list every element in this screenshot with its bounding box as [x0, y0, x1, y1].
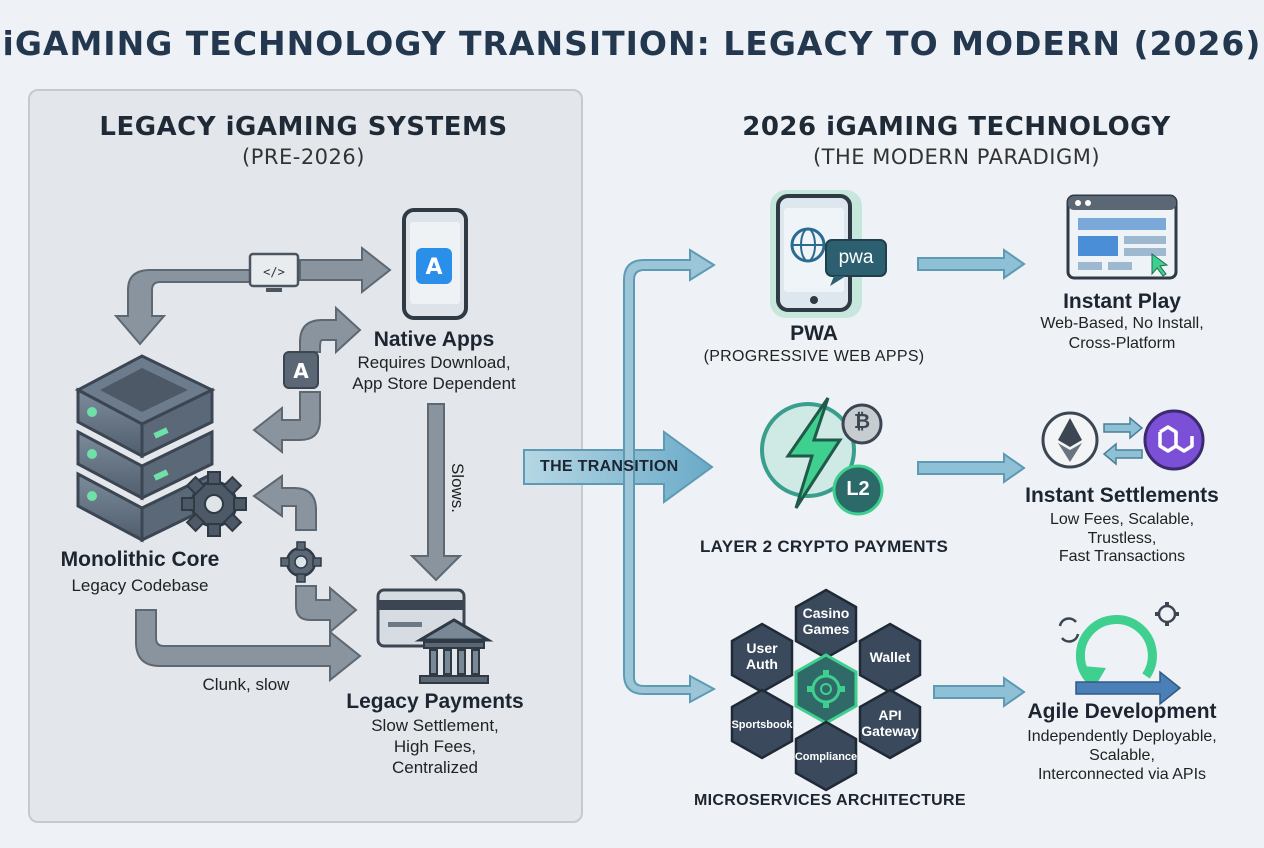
- agile-development-desc-2: Scalable,: [1089, 747, 1155, 764]
- clunk-arrow: [135, 609, 362, 683]
- app-store-small-icon: A: [283, 351, 319, 389]
- agile-development-desc-1: Independently Deployable,: [1027, 728, 1217, 745]
- legacy-payments-title: Legacy Payments: [346, 690, 524, 713]
- layer2-title: LAYER 2 CRYPTO PAYMENTS: [700, 537, 949, 556]
- l2-badge-text: L2: [846, 478, 870, 500]
- instant-settlements-desc-2: Trustless,: [1087, 530, 1157, 547]
- pwa-badge-icon: [825, 239, 887, 286]
- native-apps-desc-1: Requires Download,: [357, 353, 511, 372]
- modern-panel-title: 2026 iGAMING TECHNOLOGY: [742, 112, 1171, 142]
- svg-text:A: A: [293, 359, 309, 383]
- hex-casino-games: Casino Games: [802, 605, 850, 637]
- instant-play-desc-1: Web-Based, No Install,: [1040, 315, 1204, 332]
- l2-badge-icon: [832, 464, 884, 516]
- hex-sportsbook: Sportsbook: [731, 719, 793, 731]
- hex-compliance: Compliance: [794, 751, 858, 763]
- instant-settlements-desc-3: Fast Transactions: [1058, 548, 1186, 565]
- slows-label: Slows.: [448, 462, 467, 514]
- hex-center-gear-icon: [807, 670, 845, 708]
- page-title: iGAMING TECHNOLOGY TRANSITION: LEGACY TO…: [2, 24, 1262, 63]
- monitor-code-icon: </>: [248, 252, 300, 292]
- native-app-phone-icon: A: [402, 208, 468, 320]
- pwa-phone-icon: [770, 190, 862, 318]
- sync-icon: [1058, 617, 1080, 643]
- bitcoin-coin-icon: [841, 403, 883, 445]
- monolithic-core-title: Monolithic Core: [60, 548, 220, 571]
- microservices-title: MICROSERVICES ARCHITECTURE: [694, 792, 966, 809]
- clunk-label: Clunk, slow: [202, 675, 290, 694]
- loop-arrow-top: [113, 245, 392, 346]
- agile-development-title: Agile Development: [1027, 700, 1217, 723]
- native-apps-desc-2: App Store Dependent: [352, 374, 516, 393]
- gear-icon-large: [181, 471, 247, 537]
- transition-label: THE TRANSITION: [540, 458, 679, 475]
- app-store-arrows: [252, 305, 362, 455]
- layer2-to-settlements-arrow: [917, 452, 1026, 484]
- bank-building-icon: [414, 618, 494, 684]
- polygon-icon: [1143, 409, 1205, 471]
- native-apps-title: Native Apps: [373, 328, 495, 351]
- legacy-payments-desc-3: Centralized: [392, 758, 478, 777]
- pwa-to-instant-play-arrow: [917, 248, 1026, 280]
- browser-window-icon: [1066, 194, 1178, 280]
- gear-loop-arrows: [252, 474, 358, 635]
- instant-play-title: Instant Play: [1063, 290, 1181, 313]
- gear-icon-agile: [1155, 602, 1179, 626]
- instant-play-desc-2: Cross-Platform: [1068, 335, 1176, 352]
- legacy-panel-title: LEGACY iGAMING SYSTEMS: [99, 112, 508, 142]
- slows-arrow: [409, 403, 463, 582]
- pwa-subtitle: (PROGRESSIVE WEB APPS): [703, 348, 925, 365]
- transition-branch-arrows: [623, 248, 717, 704]
- monolithic-core-desc: Legacy Codebase: [71, 576, 209, 595]
- agile-development-desc-3: Interconnected via APIs: [1037, 766, 1207, 783]
- instant-settlements-desc-1: Low Fees, Scalable,: [1049, 511, 1195, 528]
- hex-wallet: Wallet: [869, 649, 911, 665]
- instant-settlements-title: Instant Settlements: [1025, 484, 1219, 507]
- legacy-payments-desc-1: Slow Settlement,: [371, 716, 499, 735]
- svg-text:A: A: [425, 255, 442, 280]
- pwa-badge-text: pwa: [838, 247, 874, 268]
- legacy-payments-desc-2: High Fees,: [393, 737, 477, 756]
- modern-panel-subtitle: (THE MODERN PARADIGM): [812, 145, 1101, 169]
- microservices-to-agile-arrow: [933, 676, 1026, 708]
- gear-icon-small: [280, 541, 322, 583]
- server-stack-icon: [74, 354, 216, 543]
- agile-cycle-icon: [1075, 615, 1182, 706]
- transition-arrow: [523, 430, 714, 504]
- swap-arrows-icon: [1102, 416, 1144, 466]
- lightning-bolt-icon: [760, 397, 856, 509]
- hex-user-auth: User Auth: [746, 640, 778, 672]
- bitcoin-symbol: ₿: [853, 411, 871, 433]
- svg-text:</>: </>: [263, 265, 285, 279]
- legacy-panel-subtitle: (PRE-2026): [242, 145, 365, 169]
- hex-api-gateway: API Gateway: [861, 707, 919, 739]
- microservices-hex-cluster: [730, 588, 922, 792]
- pwa-title: PWA: [790, 322, 838, 345]
- ethereum-icon: [1041, 411, 1099, 469]
